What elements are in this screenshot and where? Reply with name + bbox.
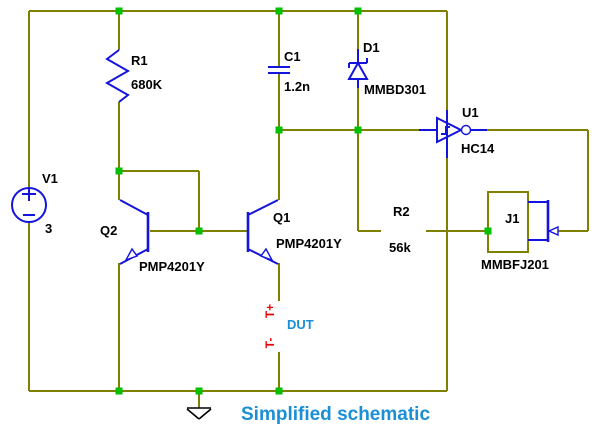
v1-ref-label: V1 [42, 171, 58, 186]
q2-ref-label: Q2 [100, 223, 118, 238]
d1-ref-label: D1 [363, 40, 380, 55]
c1-ref-label: C1 [284, 49, 301, 64]
j1-ref-label: J1 [505, 211, 520, 226]
voltage-source-v1-symbol [11, 187, 47, 223]
r2-value-label: 56k [389, 240, 411, 255]
r2-ref-label: R2 [393, 204, 410, 219]
d1-value-label: MMBD301 [364, 82, 427, 97]
wires [28, 10, 589, 408]
transistor-q1-symbol [246, 199, 279, 265]
junction-dots [115, 7, 492, 395]
dut-terminal-plus-label: T+ [263, 303, 277, 319]
jfet-j1-symbol [487, 191, 559, 253]
ground-symbol [186, 407, 212, 420]
diode-d1-symbol [347, 49, 369, 88]
u1-ref-label: U1 [462, 105, 479, 120]
q1-ref-label: Q1 [273, 210, 291, 225]
dut-terminal-minus-label: T- [263, 337, 277, 349]
j1-value-label: MMBFJ201 [481, 257, 549, 272]
resistor-r1-symbol [104, 49, 131, 103]
dut-label: DUT [287, 317, 314, 332]
q1-value-label: PMP4201Y [276, 236, 342, 251]
schematic-caption: Simplified schematic [241, 404, 431, 425]
c1-value-label: 1.2n [284, 79, 311, 94]
transistor-q2-symbol [119, 199, 150, 265]
r1-ref-label: R1 [131, 53, 148, 68]
r1-value-label: 680K [131, 77, 163, 92]
inverter-u1-symbol [419, 110, 487, 158]
q2-value-label: PMP4201Y [139, 259, 205, 274]
v1-value-label: 3 [45, 221, 53, 236]
capacitor-c1-symbol [268, 66, 290, 74]
u1-value-label: HC14 [461, 141, 495, 156]
